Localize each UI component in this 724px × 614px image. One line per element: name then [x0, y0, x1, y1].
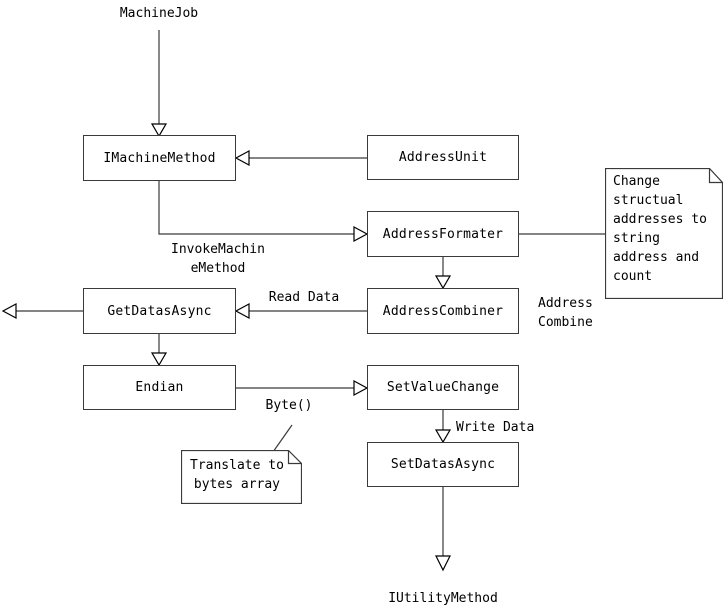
node-setvaluechange-label: SetValueChange [386, 380, 500, 395]
arrowhead-setdatasasync-in [434, 429, 452, 444]
arrowhead-machinejob [150, 123, 168, 138]
label-iutilitymethod: IUtilityMethod [388, 591, 498, 606]
node-setdatasasync-label: SetDatasAsync [390, 457, 496, 472]
edge-note-translate-to-byte [272, 424, 293, 453]
arrowhead-addressformater-in [353, 225, 369, 243]
arrowhead-getdatasasync-in [234, 302, 250, 320]
label-invokemachinemethod: InvokeMachin eMethod [171, 242, 265, 276]
label-address-combine: Address Combine [538, 296, 593, 330]
arrowhead-external-out [1, 302, 17, 320]
node-addressformater-label: AddressFormater [382, 226, 504, 242]
arrowhead-addresscombiner-in [434, 275, 452, 290]
note-address-change[interactable]: Change structual addresses to string add… [605, 168, 723, 299]
node-setdatasasync[interactable]: SetDatasAsync [367, 442, 519, 487]
note-address-change-shape [605, 168, 723, 299]
note-address-change-text: Change structual addresses to string add… [613, 174, 707, 284]
node-addressformater[interactable]: AddressFormater [367, 211, 519, 257]
node-setvaluechange[interactable]: SetValueChange [367, 365, 519, 410]
node-addresscombiner[interactable]: AddressCombiner [367, 288, 519, 334]
arrowhead-addressunit [234, 149, 250, 167]
note-translate-bytes[interactable]: Translate to bytes array [181, 450, 302, 504]
label-write-data: Write Data [456, 420, 535, 435]
node-imachinemethod[interactable]: IMachineMethod [83, 135, 236, 181]
node-endian-label: Endian [135, 380, 184, 395]
label-byte: Byte() [265, 398, 313, 413]
edge-imachinemethod-to-addressformater [158, 181, 354, 235]
node-getdatasasync-label: GetDatasAsync [107, 303, 212, 319]
label-machinejob: MachineJob [119, 6, 199, 21]
node-imachinemethod-label: IMachineMethod [103, 150, 216, 166]
node-addresscombiner-label: AddressCombiner [382, 303, 504, 319]
label-read-data: Read Data [268, 290, 340, 305]
arrowhead-setvaluechange-in [353, 379, 369, 397]
note-translate-bytes-shape [181, 450, 302, 504]
node-endian[interactable]: Endian [83, 365, 236, 410]
arrowhead-iutilitymethod [435, 555, 451, 572]
arrowhead-endian-in [150, 352, 168, 367]
node-addressunit-label: AddressUnit [398, 150, 488, 165]
node-getdatasasync[interactable]: GetDatasAsync [83, 288, 236, 334]
note-translate-bytes-text: Translate to bytes array [190, 458, 284, 492]
node-addressunit[interactable]: AddressUnit [367, 135, 519, 180]
